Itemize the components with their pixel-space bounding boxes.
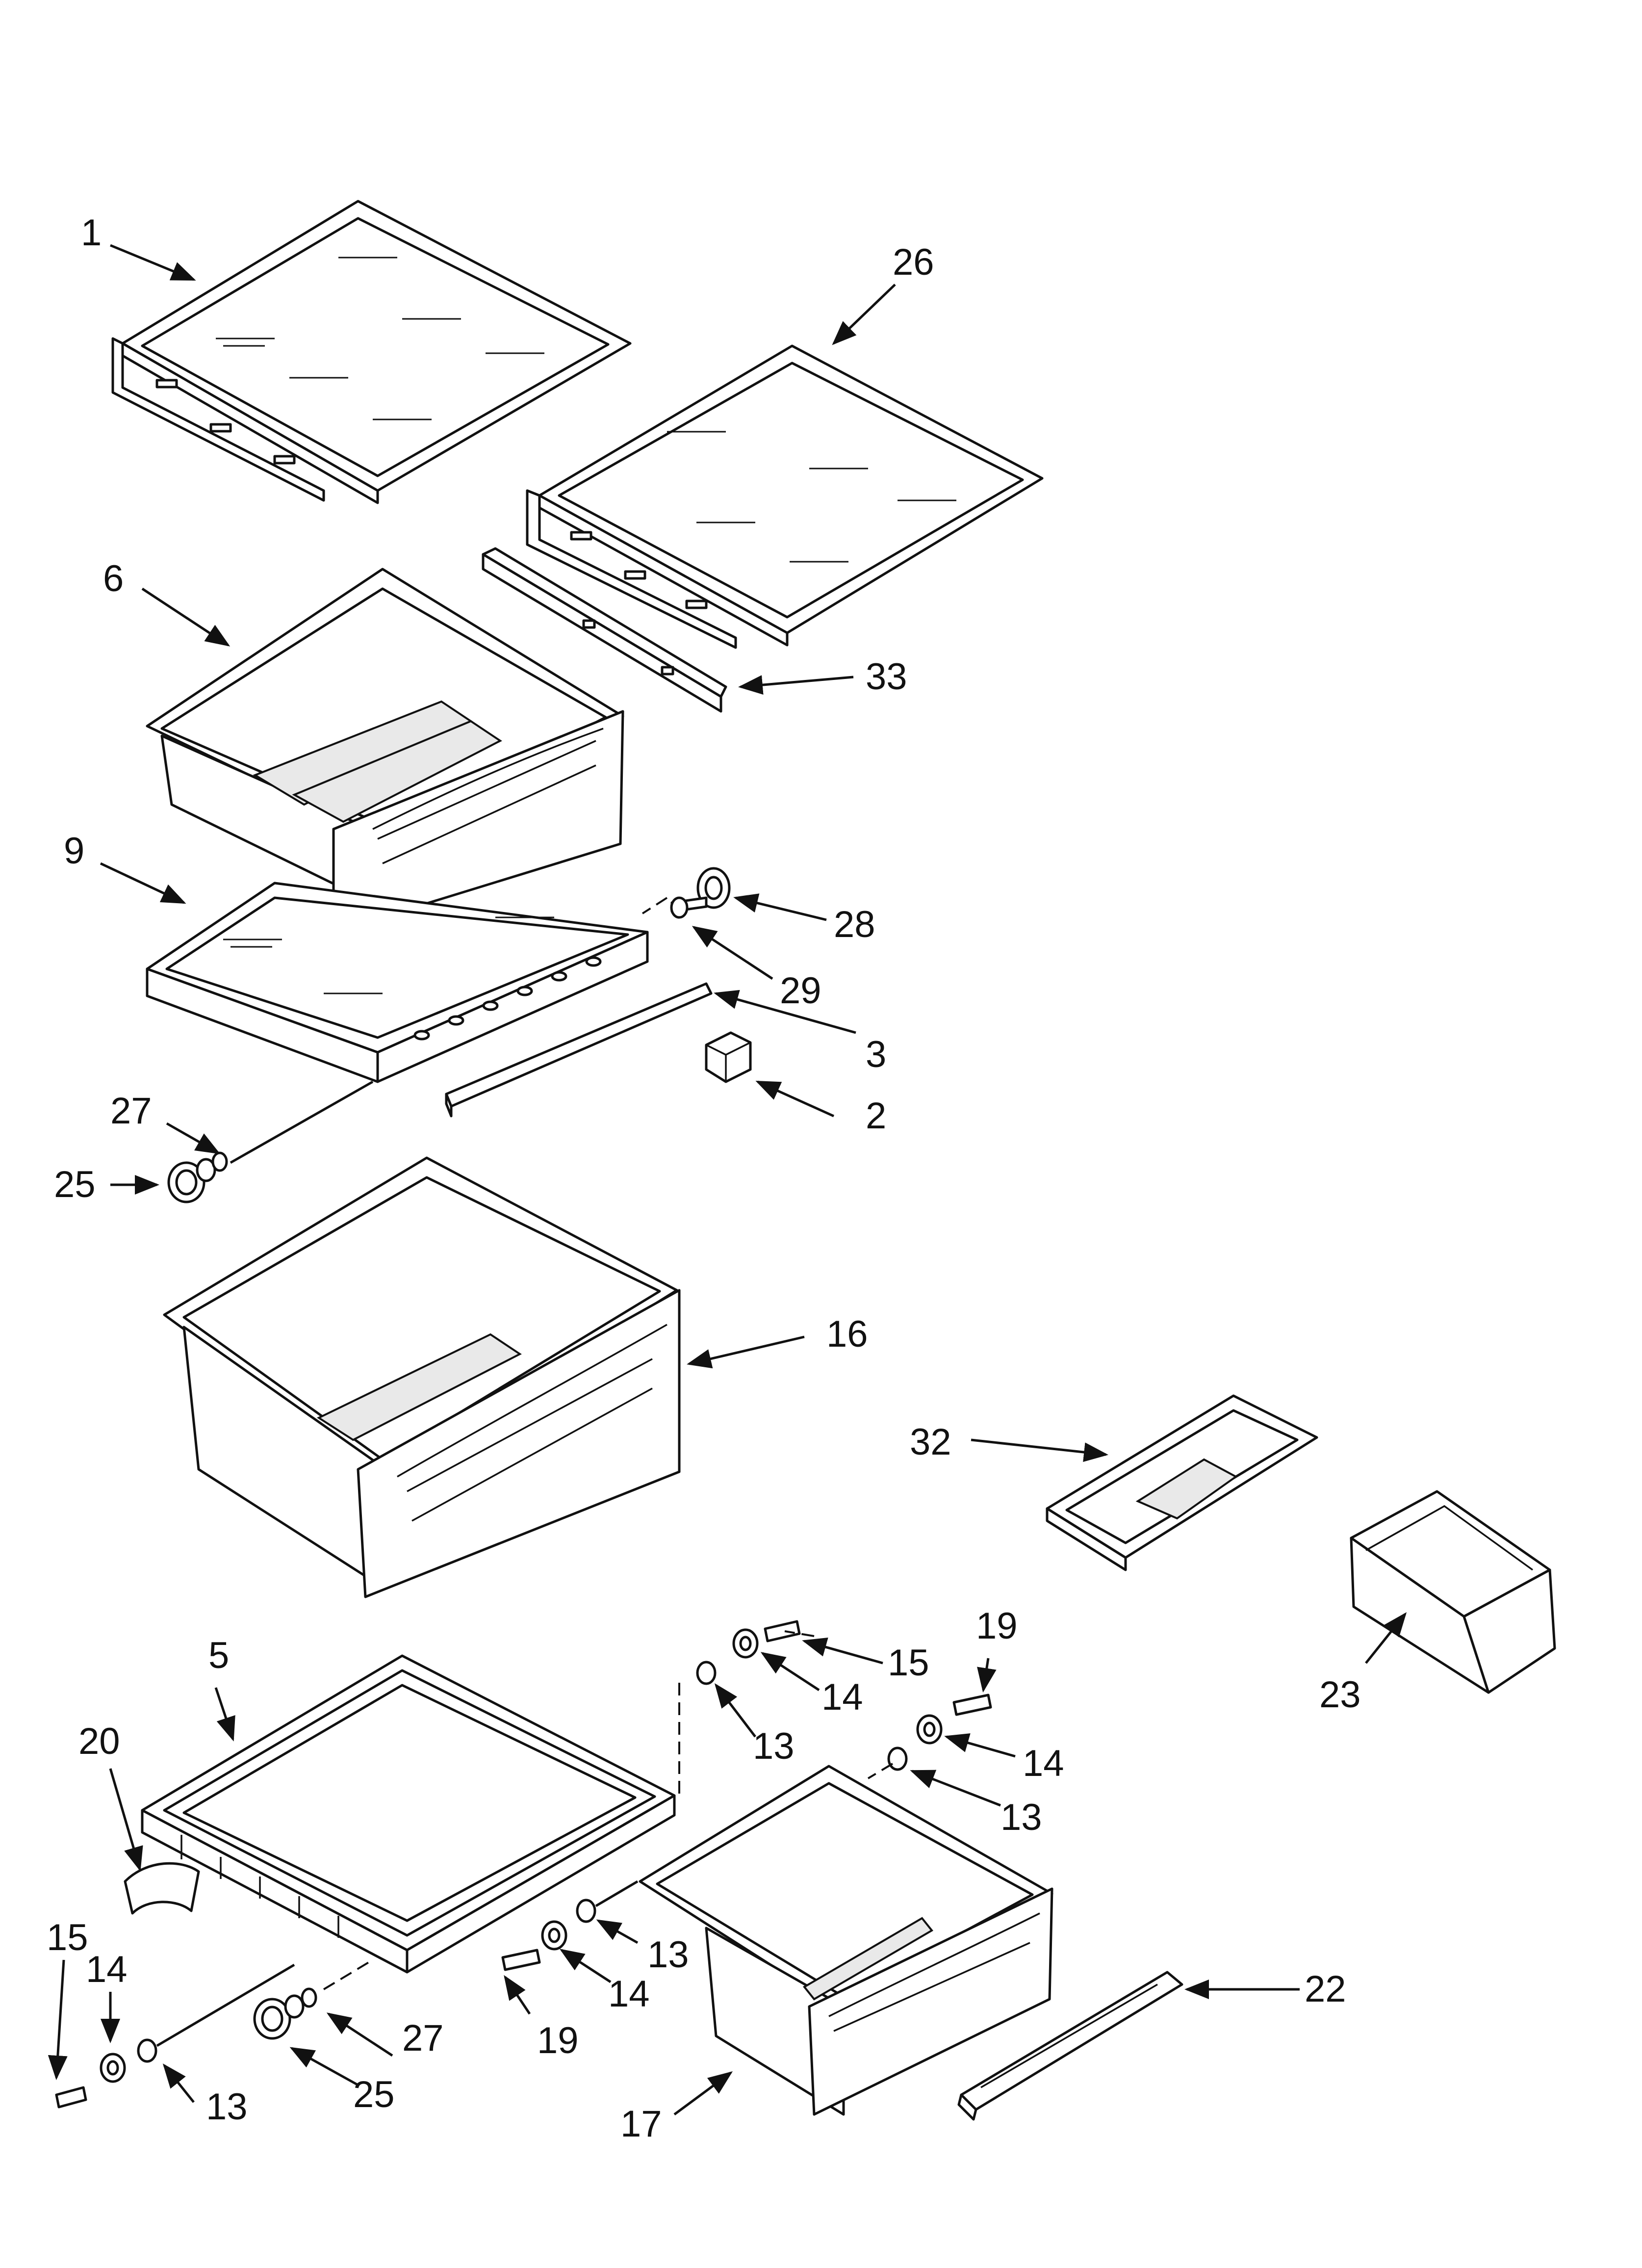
shelf-rail-33 (482, 547, 727, 713)
bin-23 (1350, 1490, 1556, 1694)
callout-13-right: 13 (1001, 1797, 1042, 1838)
bracket-20 (124, 1862, 200, 1915)
glass-shelf-26 (526, 344, 1044, 649)
callout-13-upper-right: 13 (753, 1725, 795, 1767)
drawer-cover-5 (141, 1654, 676, 1974)
callout-19-center: 19 (537, 2020, 579, 2061)
drawer-17 (639, 1765, 1053, 2116)
screw-29 (670, 896, 708, 919)
callout-26: 26 (893, 241, 934, 283)
callout-20: 20 (78, 1721, 120, 1762)
callout-arrows (48, 244, 1407, 2116)
callout-16: 16 (826, 1313, 868, 1355)
clip-2 (705, 1031, 752, 1083)
callout-2: 2 (866, 1095, 886, 1137)
cover-rail-3 (445, 982, 713, 1118)
callout-3: 3 (866, 1034, 886, 1075)
hardware-lower-left (55, 2038, 157, 2109)
callout-14-center: 14 (608, 1973, 650, 2015)
callout-25-lower: 25 (353, 2074, 395, 2115)
glass-shelf-1 (111, 200, 632, 504)
callout-25-upper: 25 (54, 1164, 96, 1205)
assembly-lines (156, 897, 894, 2047)
callout-13-center: 13 (647, 1934, 689, 1976)
callout-17: 17 (620, 2103, 662, 2145)
roller-assembly-lower (253, 1987, 317, 2040)
callout-32: 32 (910, 1421, 951, 1463)
callout-19-right: 19 (976, 1605, 1018, 1647)
callout-22: 22 (1305, 1968, 1346, 2010)
crisper-cover-9 (146, 882, 649, 1083)
hardware-upper-right (696, 1620, 801, 1685)
hardware-mid-center (501, 1899, 596, 1971)
handle-22 (957, 1971, 1183, 2121)
callout-9: 9 (64, 830, 84, 872)
callout-28: 28 (834, 904, 875, 945)
callout-27-upper: 27 (110, 1090, 152, 1132)
callout-33: 33 (866, 656, 907, 698)
callout-23: 23 (1319, 1674, 1361, 1716)
tray-32 (1046, 1394, 1318, 1571)
callout-13-left: 13 (206, 2086, 248, 2128)
roller-25 (167, 1161, 205, 1203)
crisper-drawer-16 (163, 1156, 681, 1598)
callout-27-lower: 27 (402, 2017, 444, 2059)
callout-29: 29 (780, 970, 821, 1012)
callout-6: 6 (103, 558, 124, 600)
callout-14-left: 14 (86, 1949, 128, 1990)
hardware-mid-right (887, 1694, 992, 1771)
callout-14-upper-right: 14 (821, 1676, 863, 1718)
callout-15-left: 15 (47, 1917, 88, 1958)
callout-14-right: 14 (1023, 1743, 1064, 1784)
callout-labels: 1 26 6 33 9 28 29 3 2 27 25 16 32 23 5 2… (47, 212, 1361, 2145)
crisper-drawer-6 (146, 568, 624, 934)
bushing-27 (196, 1151, 228, 1182)
callout-1: 1 (81, 212, 102, 254)
callout-5: 5 (208, 1635, 229, 1676)
callout-15-right: 15 (888, 1642, 929, 1684)
